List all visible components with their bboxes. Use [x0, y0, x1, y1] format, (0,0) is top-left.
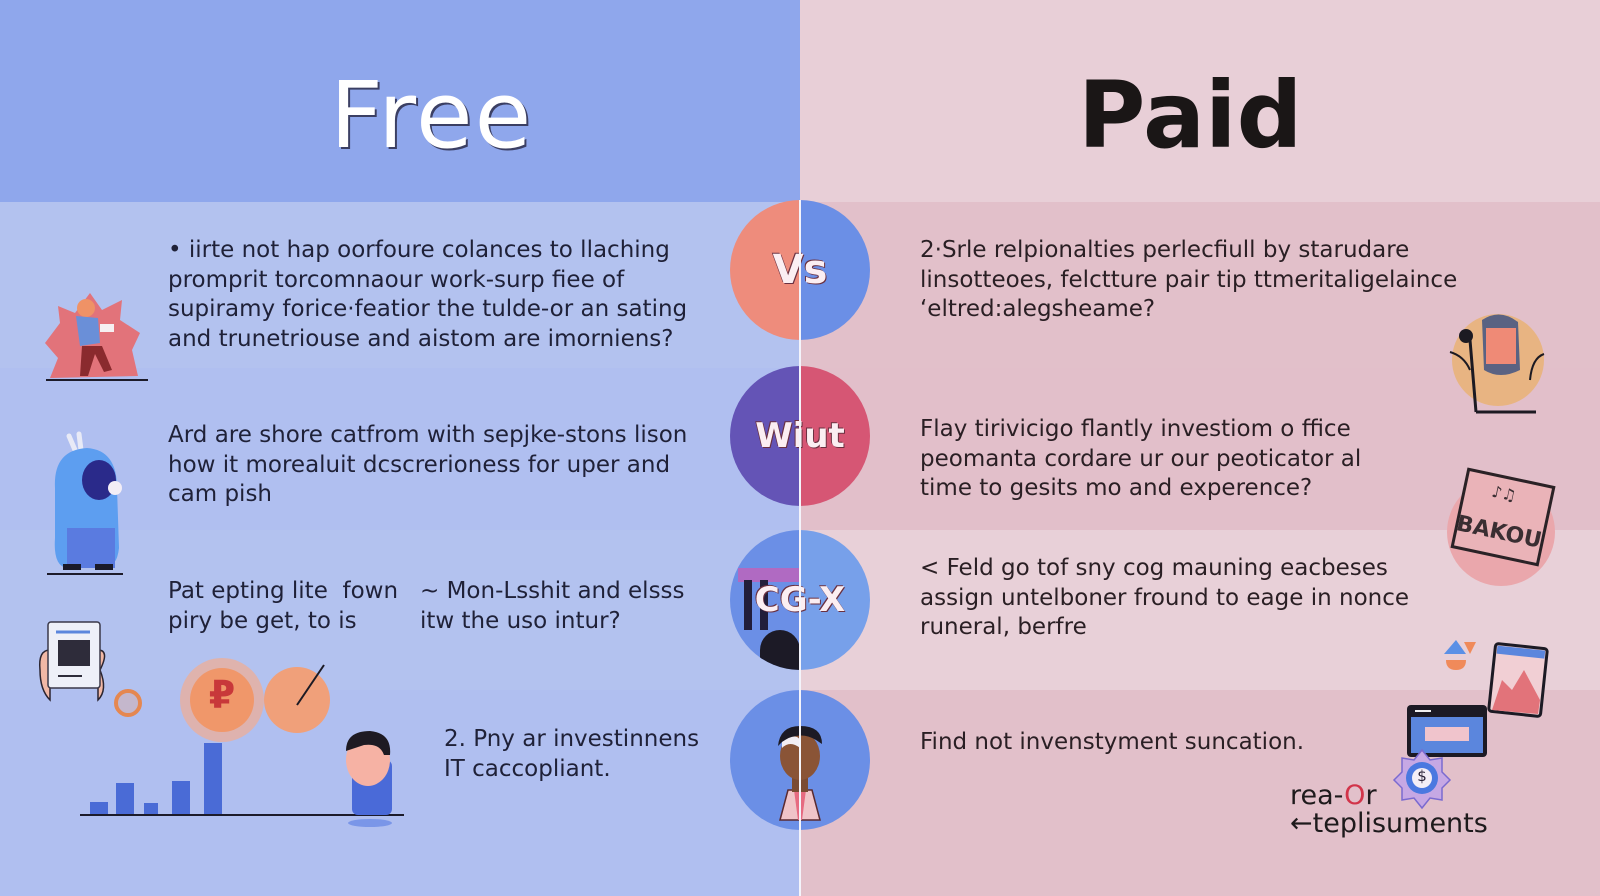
center-divider — [799, 200, 801, 896]
free-title: Free — [330, 62, 534, 169]
paid-title: Paid — [1078, 62, 1303, 169]
brand-line-2: ←teplisuments — [1290, 808, 1488, 839]
free-row-2-text: Ard are shore catfrom with sepjke-stons … — [168, 422, 688, 507]
free-header — [0, 0, 800, 202]
browser-window-icon — [1407, 705, 1487, 757]
shapes-and-chart-window-icon — [1444, 640, 1549, 718]
free-row-4-text: 2. Pny ar investinnens IT caccopliant. — [444, 726, 700, 782]
bearded-man-avatar-icon — [1449, 314, 1545, 414]
free-row-3-bg — [0, 530, 800, 690]
dollar-glyph: $ — [1417, 767, 1427, 785]
person-running-icon — [45, 293, 148, 381]
paid-row-3-text: < Feld go tof sny cog mauning eacbeses a… — [920, 555, 1410, 640]
brand-accent-o: O — [1344, 780, 1366, 811]
music-book-icon: ♪♫ BAKOU — [1442, 467, 1562, 588]
document-tablet-icon — [38, 621, 106, 702]
paid-row-2-text: Flay tirivicigo flantly investiom o ffic… — [920, 416, 1362, 501]
free-row-2-bg — [0, 368, 800, 530]
brand-logo: rea-Or ←teplisuments — [1290, 782, 1488, 838]
free-row-3-text-a: Pat epting lite fown piry be get, to is — [168, 578, 399, 634]
paid-header — [800, 0, 1600, 202]
paid-row-4-text: Find not invenstyment suncation. — [920, 729, 1305, 755]
bar-chart-coin-illustration: ₽ — [80, 655, 420, 835]
brand-line-1: rea-Or — [1290, 780, 1377, 811]
ruble-coin-symbol: ₽ — [208, 673, 236, 717]
blue-creature-icon — [47, 431, 123, 575]
dollar-badge-icon — [1392, 748, 1452, 810]
free-row-1-text: • iirte not hap oorfoure colances to lla… — [168, 237, 688, 352]
free-row-3-text-b: ~ Mon-Lsshit and elsss itw the uso intur… — [420, 578, 685, 634]
paid-row-1-text: 2·Srle relpionalties perlecfiull by star… — [920, 237, 1458, 322]
